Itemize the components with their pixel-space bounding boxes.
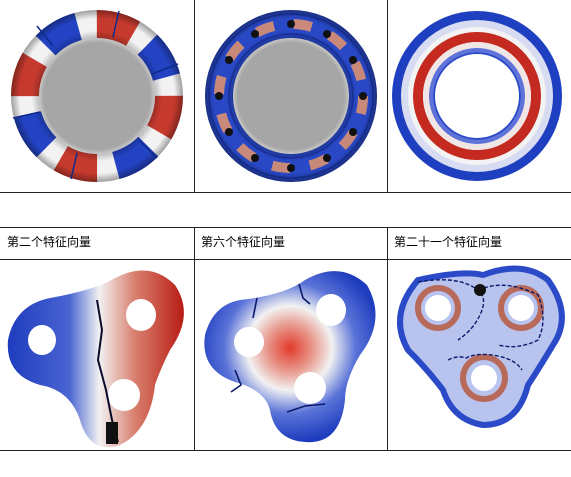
caption-eigenvector-21: 第二十一个特征向量 [394, 235, 503, 249]
grid-line-v2b [387, 227, 388, 451]
torus-image-1 [0, 0, 194, 192]
grid-line-4 [0, 450, 571, 451]
three-hole-image-2 [0, 260, 194, 450]
caption-eigenvector-6: 第六个特征向量 [201, 235, 286, 249]
grid-line-v1a [194, 0, 195, 193]
grid-line-1 [0, 192, 571, 193]
three-hole-image-6 [195, 260, 387, 450]
grid-line-v2a [387, 0, 388, 193]
torus-image-2 [195, 0, 387, 192]
caption-eigenvector-2: 第二个特征向量 [7, 235, 92, 249]
grid-line-3 [0, 259, 571, 260]
three-hole-image-21 [388, 260, 571, 450]
torus-image-3 [388, 0, 571, 192]
grid-line-2 [0, 227, 571, 228]
grid-line-v1b [194, 227, 195, 451]
